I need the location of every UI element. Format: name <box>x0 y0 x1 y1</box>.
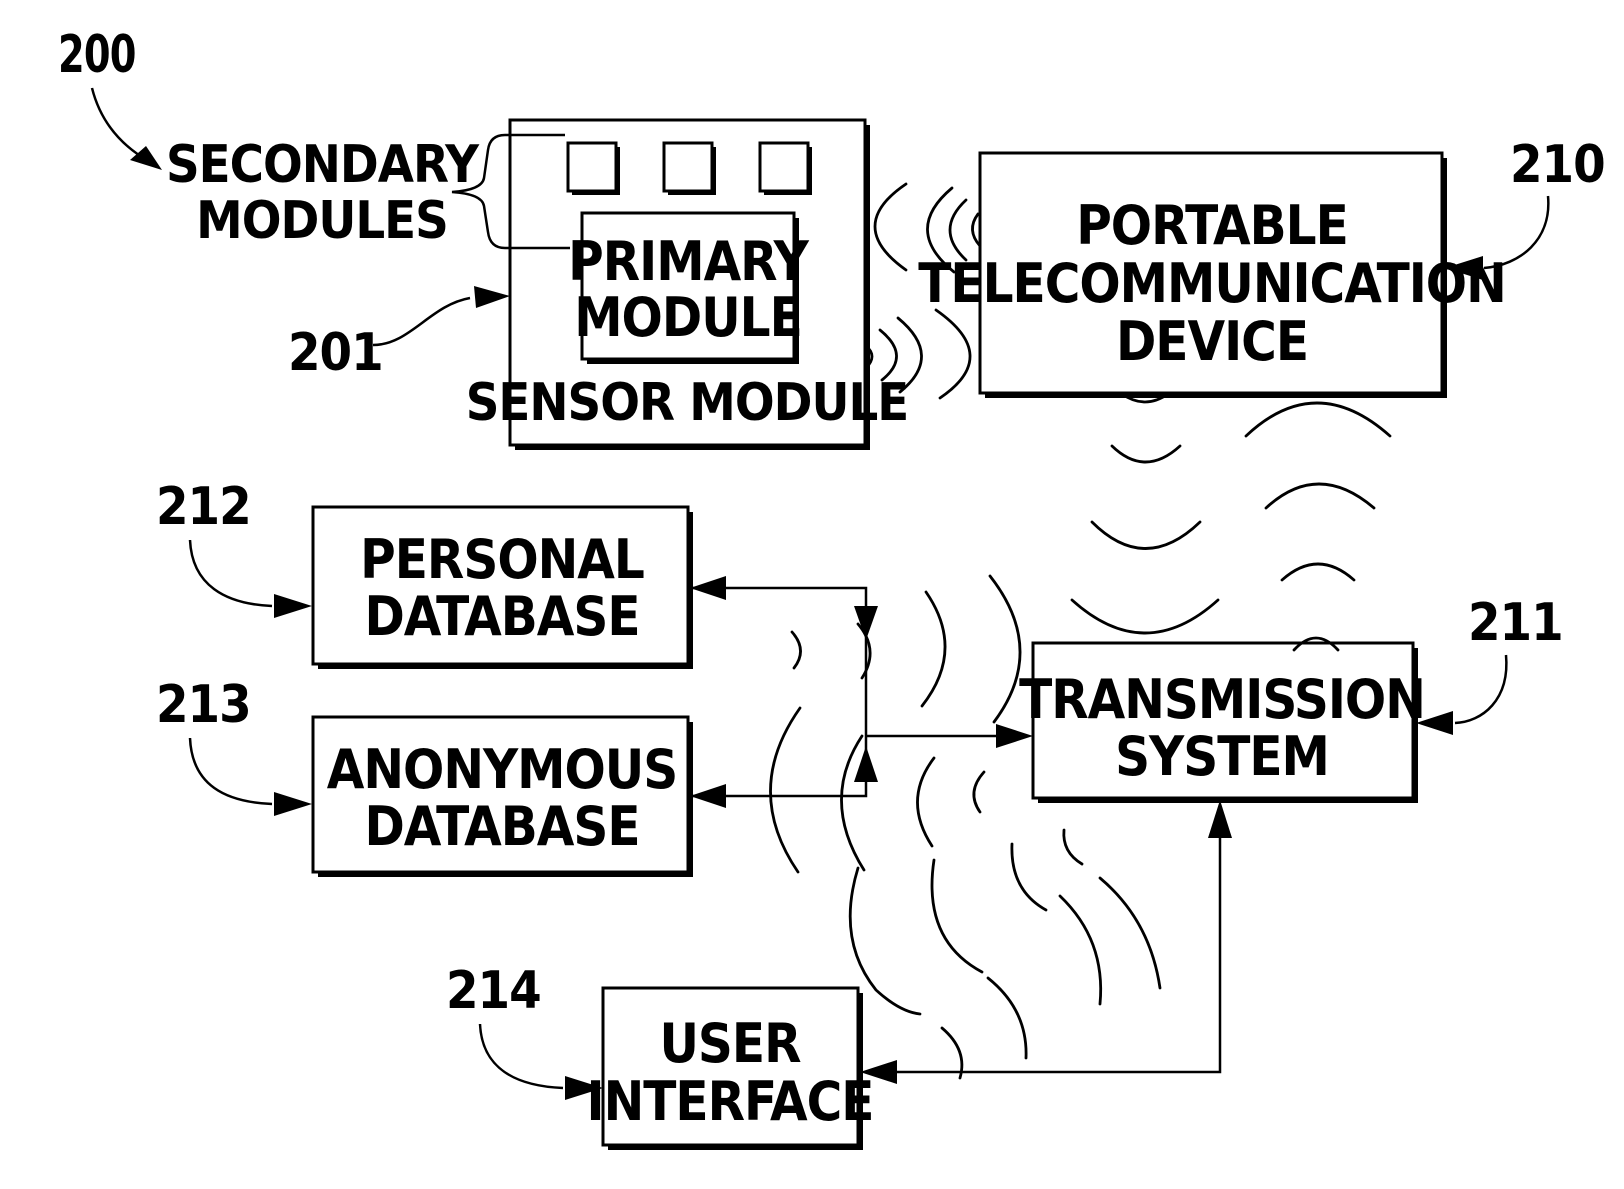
primary-module-label-line1: PRIMARY <box>568 230 809 293</box>
secondary-modules-label-line1: SECONDARY <box>166 135 480 195</box>
transmission-system-ref: 211 <box>1468 593 1563 653</box>
anonymous-database-link <box>688 735 866 796</box>
wireless-waves-transmission-to-databases <box>792 576 1020 722</box>
personal-database-link <box>688 588 866 735</box>
transmission-system-label-line1: TRANSMISSION <box>1019 668 1425 731</box>
anonymous-database-ref: 213 <box>156 675 251 735</box>
portable-device-label-line1: PORTABLE <box>1076 194 1348 257</box>
personal-database-ref: 212 <box>156 477 251 537</box>
personal-database: PERSONAL DATABASE <box>313 507 693 669</box>
portable-device-label-line2: TELECOMMUNICATION <box>918 252 1506 315</box>
portable-device-label-line3: DEVICE <box>1116 310 1308 373</box>
anonymous-database-label-line1: ANONYMOUS <box>327 738 677 801</box>
user-interface-ref: 214 <box>446 961 541 1021</box>
bus-up-arrowhead <box>854 746 878 782</box>
portable-device-ref: 210 <box>1510 135 1605 195</box>
transmission-system: TRANSMISSION SYSTEM <box>1019 643 1425 803</box>
wireless-waves-databases-to-transmission <box>770 708 984 872</box>
personal-database-link-arrowhead <box>690 576 726 600</box>
figure-number-arrowhead <box>130 146 162 170</box>
personal-database-ref-arrowhead <box>274 594 312 618</box>
personal-database-label-line2: DATABASE <box>364 585 639 648</box>
wireless-waves-transmission-up <box>1246 403 1390 650</box>
anonymous-database-label-line2: DATABASE <box>364 795 639 858</box>
sensor-module-ref-arrowhead <box>474 286 510 308</box>
sensor-module-ref: 201 <box>288 323 383 383</box>
sensor-module: PRIMARY MODULE SENSOR MODULE <box>466 120 909 450</box>
sensor-module-label: SENSOR MODULE <box>466 373 909 433</box>
wireless-waves-user-interface-a <box>850 868 1026 1078</box>
personal-database-label-line1: PERSONAL <box>360 528 644 591</box>
figure-number: 200 <box>58 25 136 85</box>
anonymous-database: ANONYMOUS DATABASE <box>313 717 693 877</box>
anonymous-database-link-arrowhead <box>690 784 726 808</box>
wireless-waves-user-interface-b <box>932 830 1160 1004</box>
user-interface-label-line1: USER <box>659 1012 801 1075</box>
primary-module-label-line2: MODULE <box>574 286 802 349</box>
transmission-up-arrowhead <box>1208 800 1232 838</box>
user-interface: USER INTERFACE <box>587 988 874 1150</box>
transmission-system-label-line2: SYSTEM <box>1115 725 1329 788</box>
wireless-waves-device-down <box>1072 394 1218 633</box>
portable-telecommunication-device: PORTABLE TELECOMMUNICATION DEVICE <box>918 153 1506 398</box>
secondary-modules-label-line2: MODULES <box>196 191 448 251</box>
anonymous-database-ref-arrowhead <box>274 792 312 816</box>
user-interface-label-line2: INTERFACE <box>587 1070 874 1133</box>
transmission-user-interface-link <box>897 838 1220 1072</box>
